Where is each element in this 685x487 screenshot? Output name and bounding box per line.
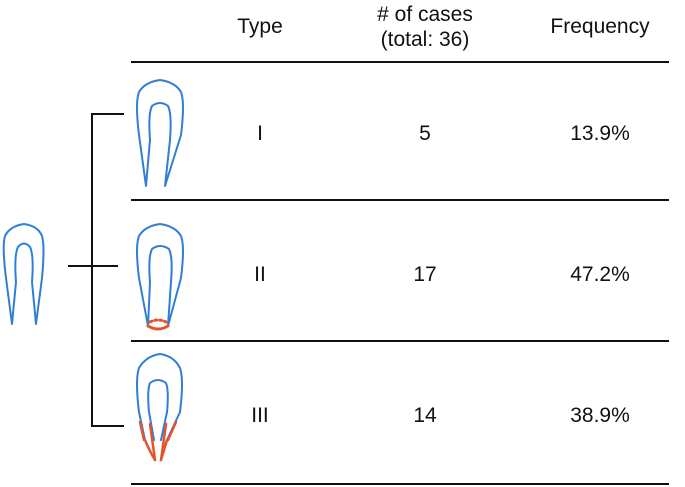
header-cases-line1: # of cases — [377, 3, 473, 26]
row1-type: I — [257, 122, 263, 145]
row3-type: III — [251, 404, 269, 427]
row2-type: II — [254, 263, 266, 286]
table-rule-top — [131, 61, 669, 63]
row2-frequency: 47.2% — [570, 263, 630, 286]
table-rule-bottom — [131, 483, 669, 485]
bracket — [68, 113, 124, 427]
type-iii-resorption-icon — [138, 420, 178, 462]
header-type: Type — [237, 15, 283, 38]
type-iii-tooth-icon — [136, 353, 183, 441]
header-cases: # of cases (total: 36) — [345, 2, 505, 52]
header-frequency: Frequency — [550, 15, 650, 38]
row3-cases: 14 — [413, 404, 437, 427]
row1-cases: 5 — [419, 122, 431, 145]
type-ii-resorption-icon — [146, 318, 170, 331]
type-ii-tooth-icon — [136, 223, 184, 327]
original-tooth-icon — [2, 223, 45, 325]
type-i-tooth-icon — [136, 79, 184, 187]
row1-frequency: 13.9% — [570, 122, 630, 145]
header-cases-line2: (total: 36) — [380, 28, 470, 51]
row3-frequency: 38.9% — [570, 404, 630, 427]
table-rule-row2 — [131, 340, 669, 342]
table-rule-row1 — [131, 199, 669, 201]
row2-cases: 17 — [413, 263, 437, 286]
